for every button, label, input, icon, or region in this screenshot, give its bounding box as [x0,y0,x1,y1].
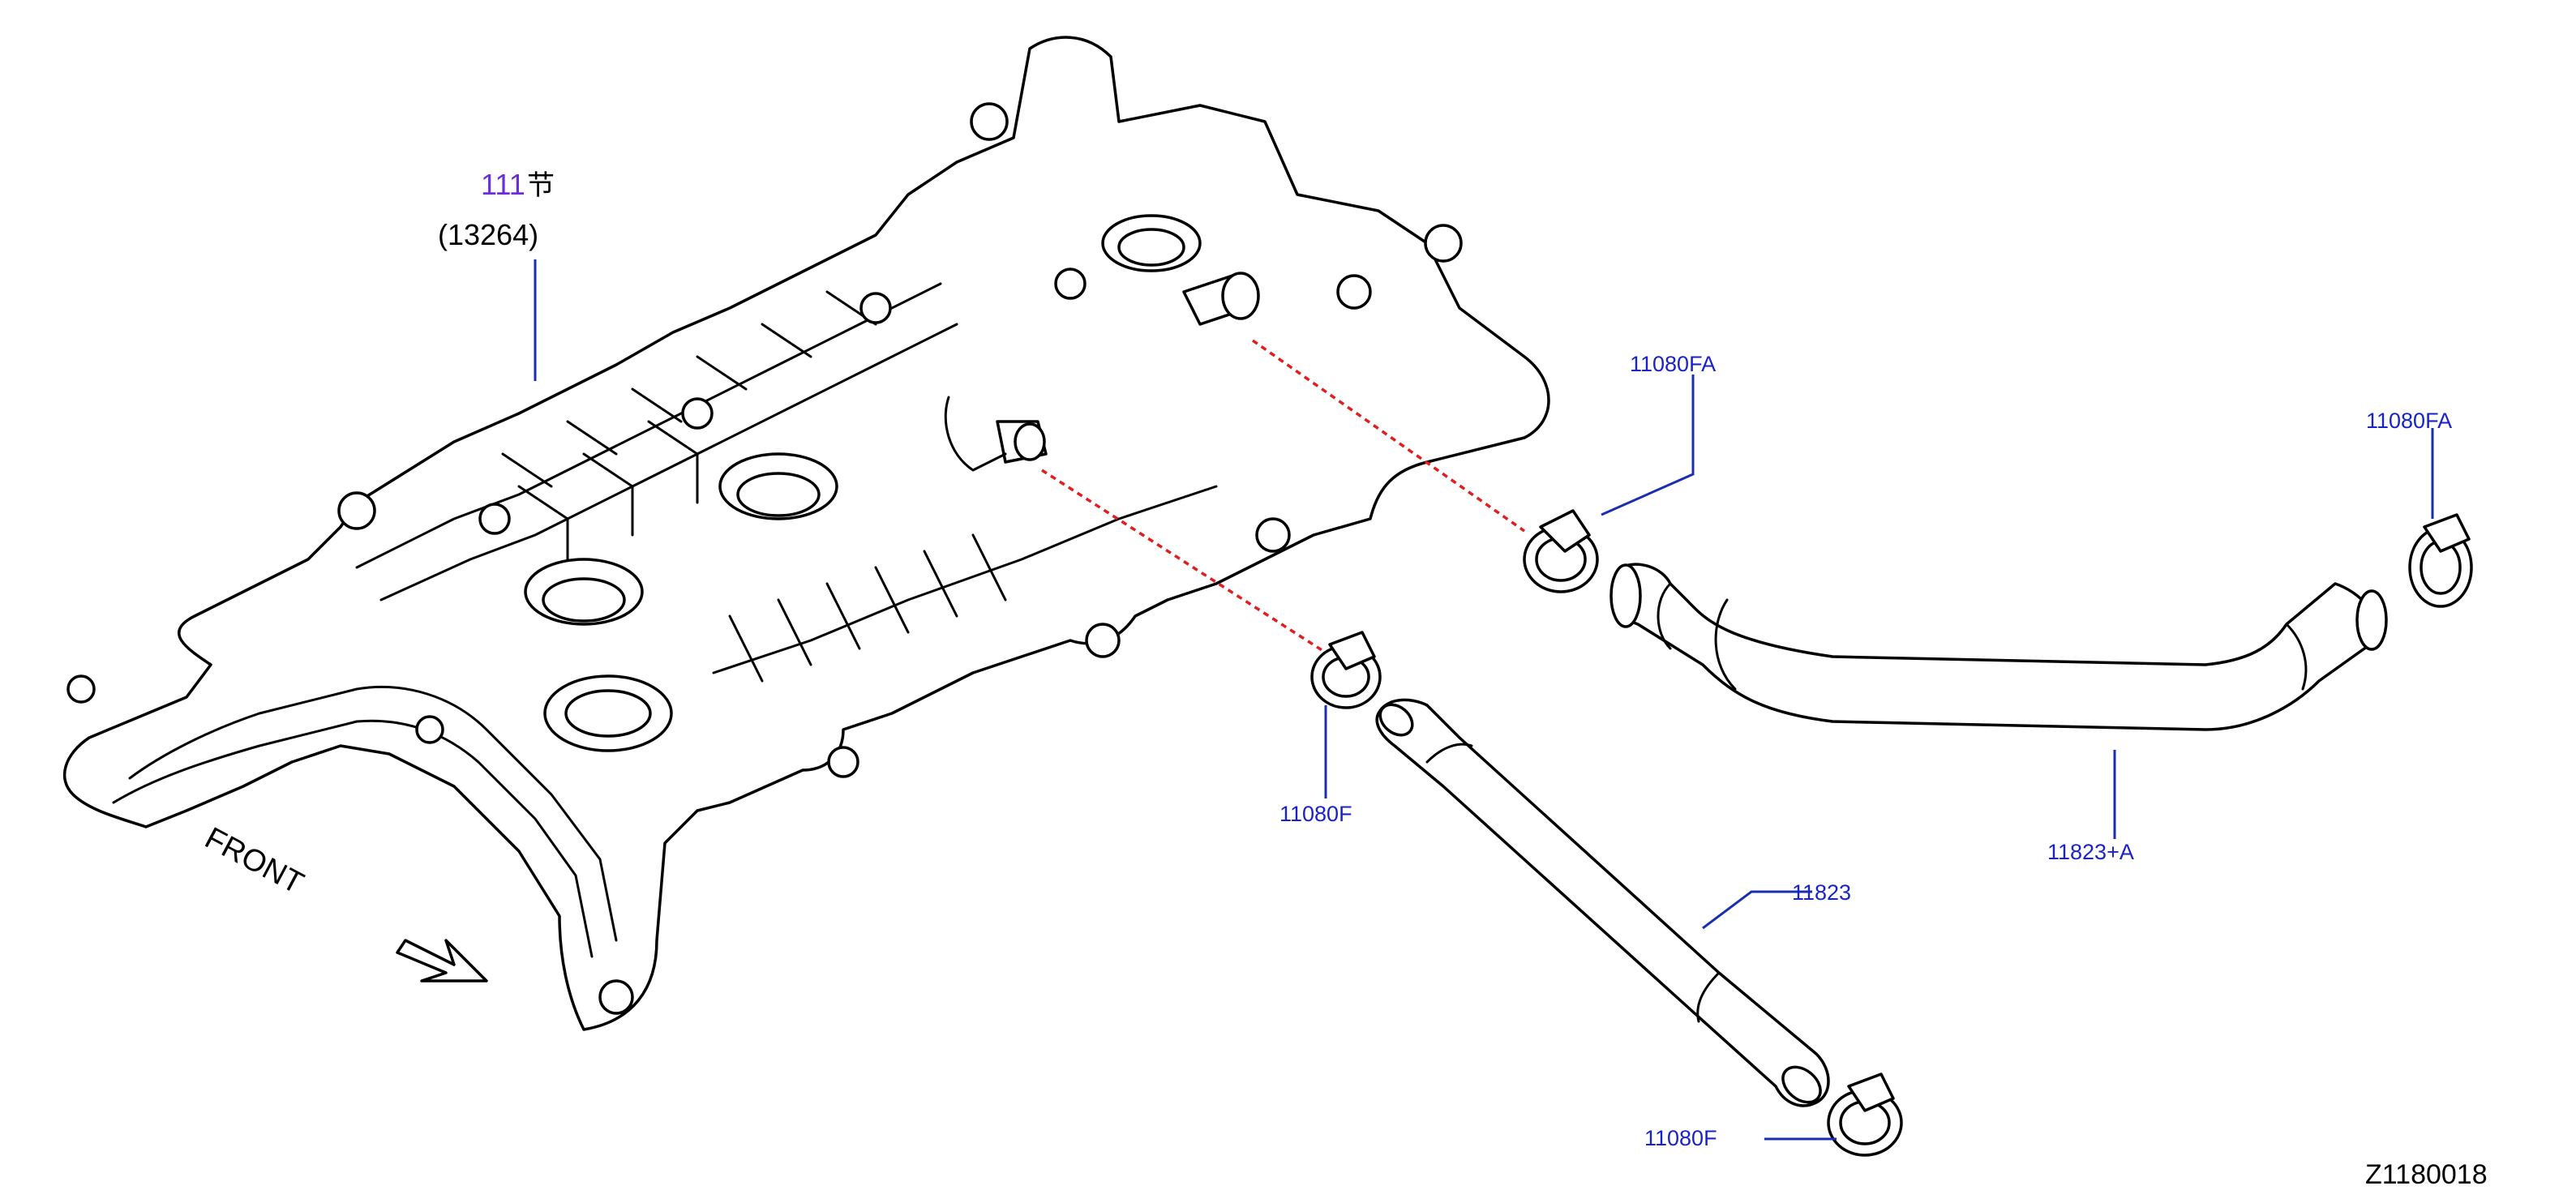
clamp-lower-mid [1310,631,1382,709]
section-suffix: 节 [527,169,555,202]
connection-line-upper [1251,339,1526,533]
hose-large [1609,563,2388,731]
leader-lines [534,259,2434,1141]
front-label: FRONT [199,821,309,901]
rocker-cover [63,36,1550,1031]
part-number-label: (13264) [438,218,538,251]
callout-clamp-lower-mid: 11080F [1279,802,1352,826]
connection-line-lower [1041,469,1327,654]
clamp-upper-right [2408,513,2473,608]
hose-small [1375,698,1830,1107]
clamp-lower-bottom [1827,1072,1903,1157]
diagram-id: Z1180018 [2365,1159,2488,1190]
callout-clamp-upper-mid: 11080FA [1630,352,1716,376]
section-number: 111 [481,168,525,201]
callout-hose-small: 11823 [1792,880,1851,905]
clamp-upper-mid [1523,509,1599,593]
callout-clamp-lower-bottom: 11080F [1644,1126,1717,1150]
callout-hose-large: 11823+A [2047,840,2134,864]
callout-clamp-upper-right: 11080FA [2366,409,2452,433]
